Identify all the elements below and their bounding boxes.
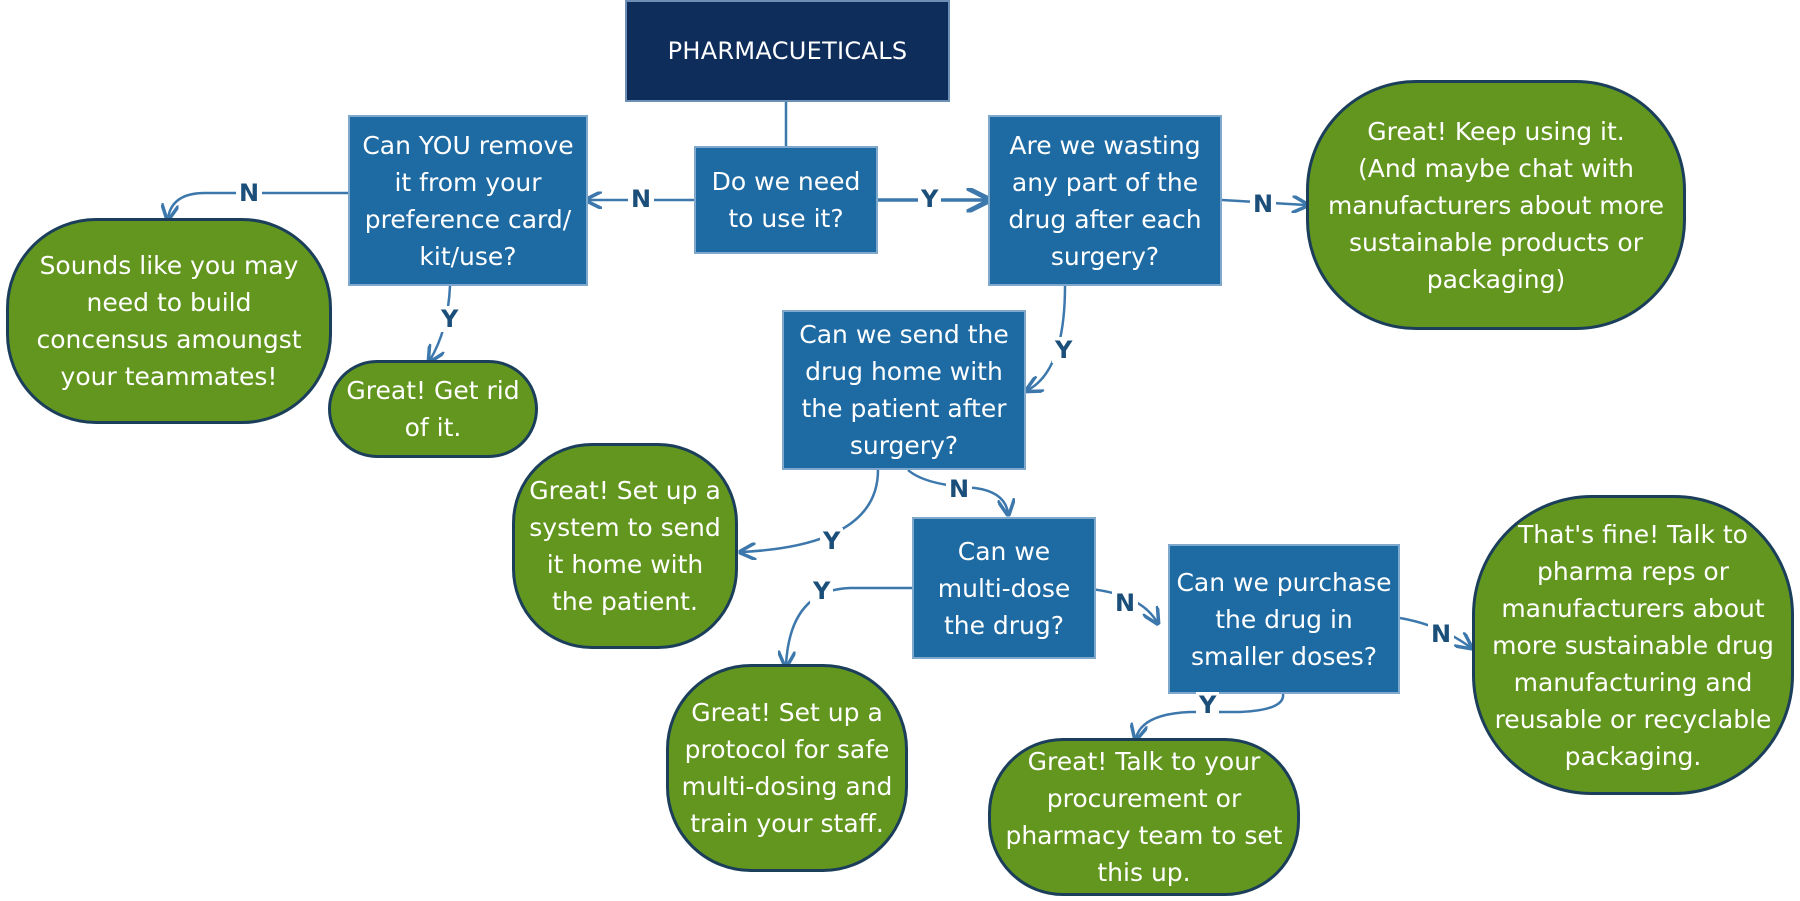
title-text: PHARMACUETICALS xyxy=(667,36,908,65)
edge-label-wasting-yes: Y xyxy=(1052,337,1076,363)
edge-label-wasting-no: N xyxy=(1250,191,1277,217)
edge-remove-no xyxy=(168,191,348,218)
edge-label-send-home-no: N xyxy=(946,476,973,502)
outcome-get-rid-text: Great! Get rid of it. xyxy=(346,376,520,442)
outcome-get-rid: Great! Get rid of it. xyxy=(328,360,538,458)
outcome-pharma-reps-text: That's fine! Talk to pharma reps or manu… xyxy=(1492,519,1774,771)
edge-send-home-yes xyxy=(742,469,880,552)
outcome-keep-using: Great! Keep using it. (And maybe chat wi… xyxy=(1306,80,1686,330)
question-wasting: Are we wasting any part of the drug afte… xyxy=(988,115,1222,286)
edge-smaller-yes xyxy=(1136,693,1285,738)
question-smaller: Can we purchase the drug in smaller dose… xyxy=(1168,544,1400,694)
edge-label-remove-no: N xyxy=(236,180,263,206)
question-remove-text: Can YOU remove it from your preference c… xyxy=(362,130,574,271)
title-box: PHARMACUETICALS xyxy=(625,0,950,102)
outcome-protocol-text: Great! Set up a protocol for safe multi-… xyxy=(681,698,893,838)
edge-label-need-yes: Y xyxy=(918,186,942,212)
edge-label-multidose-no: N xyxy=(1112,590,1139,616)
edge-label-need-no: N xyxy=(628,186,655,212)
question-multidose-text: Can we multi-dose the drug? xyxy=(937,536,1071,640)
edge-label-multidose-yes: Y xyxy=(810,578,834,604)
outcome-consensus-text: Sounds like you may need to build concen… xyxy=(36,251,302,391)
question-wasting-text: Are we wasting any part of the drug afte… xyxy=(1008,130,1202,271)
outcome-protocol: Great! Set up a protocol for safe multi-… xyxy=(666,664,908,872)
question-multidose: Can we multi-dose the drug? xyxy=(912,517,1096,659)
outcome-pharma-reps: That's fine! Talk to pharma reps or manu… xyxy=(1472,495,1794,795)
edge-send-home-no xyxy=(907,469,1008,513)
edge-label-send-home-yes: Y xyxy=(820,528,844,554)
outcome-procurement-text: Great! Talk to your procurement or pharm… xyxy=(1005,747,1283,887)
outcome-consensus: Sounds like you may need to build concen… xyxy=(6,218,332,424)
edge-label-smaller-yes: Y xyxy=(1196,692,1220,718)
edge-multidose-yes xyxy=(786,586,912,665)
edge-label-remove-yes: Y xyxy=(438,306,462,332)
question-send-home: Can we send the drug home with the patie… xyxy=(782,310,1026,470)
question-smaller-text: Can we purchase the drug in smaller dose… xyxy=(1176,567,1392,671)
outcome-send-home-system: Great! Set up a system to send it home w… xyxy=(512,443,738,649)
question-need: Do we need to use it? xyxy=(694,146,878,254)
edge-label-smaller-no: N xyxy=(1428,621,1455,647)
outcome-procurement: Great! Talk to your procurement or pharm… xyxy=(988,738,1300,896)
question-send-home-text: Can we send the drug home with the patie… xyxy=(799,320,1009,460)
question-remove: Can YOU remove it from your preference c… xyxy=(348,115,588,286)
outcome-send-home-system-text: Great! Set up a system to send it home w… xyxy=(529,476,721,616)
question-need-text: Do we need to use it? xyxy=(711,167,861,233)
outcome-keep-using-text: Great! Keep using it. (And maybe chat wi… xyxy=(1327,116,1665,294)
